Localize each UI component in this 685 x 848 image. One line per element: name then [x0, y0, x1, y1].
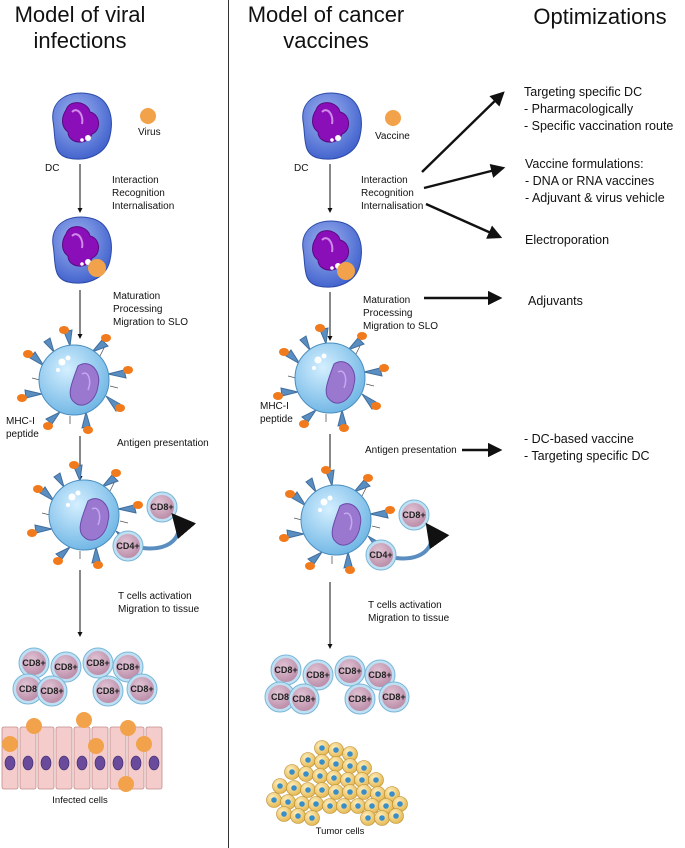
- electroporation-label: Electroporation: [525, 233, 610, 247]
- step-line: Maturation: [113, 291, 161, 302]
- cd8-label: CD8+: [306, 670, 329, 680]
- cd8-label: CD8+: [40, 686, 63, 696]
- cd4-label: CD4+: [369, 550, 392, 560]
- activation-arrow: [142, 512, 197, 551]
- step2-labels: Maturation Processing Migration to SLO: [363, 294, 438, 333]
- step-line: Migration to SLO: [113, 317, 189, 328]
- opt-line: - DC-based vaccine: [524, 432, 634, 446]
- cd8-label: CD8+: [86, 658, 109, 668]
- step-line: T cells activation: [368, 600, 442, 611]
- cd8-label: CD8+: [96, 686, 119, 696]
- mhc-line: MHC-I: [260, 401, 289, 412]
- tumor-cells-caption: Tumor cells: [315, 826, 365, 837]
- targeting-block: Targeting specific DC - Pharmacologicall…: [524, 84, 673, 135]
- column-divider: [228, 0, 229, 848]
- dc-immature-icon: [301, 92, 363, 161]
- arrow-to-electroporation: [425, 202, 503, 239]
- dc-immature-icon: [51, 92, 113, 161]
- mhc-label: MHC-I peptide: [260, 400, 293, 426]
- cd8-label: CD8+: [150, 502, 173, 512]
- cd8-cluster-left: [12, 647, 158, 707]
- cd8-label: CD8+: [348, 694, 371, 704]
- infected-cells-layer: [1, 712, 163, 792]
- cd8-label: CD8: [19, 684, 37, 694]
- vaccine-label: Vaccine: [375, 131, 410, 142]
- step-line: Internalisation: [361, 201, 424, 212]
- step4-labels: T cells activation Migration to tissue: [118, 590, 199, 616]
- opt-line: - Specific vaccination route: [524, 119, 674, 133]
- step4-labels: T cells activation Migration to tissue: [368, 599, 449, 625]
- opt-line: - DNA or RNA vaccines: [525, 174, 655, 188]
- cd8-label: CD8+: [130, 684, 153, 694]
- arrow-to-targeting: [421, 91, 505, 173]
- cd8-label: CD8+: [116, 662, 139, 672]
- step1-labels: Interaction Recognition Internalisation: [112, 174, 174, 213]
- step-line: Maturation: [363, 295, 411, 306]
- opt-line: Targeting specific DC: [524, 85, 643, 99]
- cd8-label: CD8+: [292, 694, 315, 704]
- antigen-presentation-label: Antigen presentation: [117, 438, 209, 449]
- mhc-line: MHC-I: [6, 416, 35, 427]
- step-line: Internalisation: [112, 201, 175, 212]
- mhc-line: peptide: [6, 429, 39, 440]
- virus-icon: [140, 108, 156, 124]
- dc-with-vaccine-icon: [301, 220, 363, 289]
- step-line: Migration to tissue: [368, 613, 450, 624]
- step-line: Interaction: [361, 175, 408, 186]
- opt-line: Vaccine formulations:: [525, 157, 644, 171]
- header-viral: Model of viral infections: [14, 2, 146, 53]
- cd8-cluster-middle: [264, 654, 410, 715]
- cd4-label: CD4+: [116, 541, 139, 551]
- activation-arrow: [395, 522, 450, 561]
- header-cancer: Model of cancer vaccines: [247, 2, 405, 53]
- antigen-presentation-label: Antigen presentation: [365, 445, 457, 456]
- dc-label: DC: [45, 163, 60, 174]
- step-line: T cells activation: [118, 591, 192, 602]
- cd8-label: CD8+: [338, 666, 361, 676]
- cd8-label: CD8+: [54, 662, 77, 672]
- cd8-label: CD8: [271, 692, 289, 702]
- mhc-line: peptide: [260, 414, 293, 425]
- cd8-label: CD8+: [274, 665, 297, 675]
- step-line: Processing: [113, 304, 163, 315]
- step-line: Migration to SLO: [363, 321, 439, 332]
- tumor-cells-cluster: [266, 740, 408, 826]
- step-line: Recognition: [112, 188, 165, 199]
- step-line: Migration to tissue: [118, 604, 200, 615]
- opt-line: - Adjuvant & virus vehicle: [525, 191, 665, 205]
- step-line: Interaction: [112, 175, 159, 186]
- dc-label: DC: [294, 163, 309, 174]
- infected-cells-caption: Infected cells: [52, 795, 108, 806]
- virus-label: Virus: [138, 127, 161, 138]
- arrow-to-formulations: [423, 163, 506, 190]
- internalised-virus-icon: [88, 259, 106, 277]
- step-line: Recognition: [361, 188, 414, 199]
- presentation-block: - DC-based vaccine - Targeting specific …: [524, 431, 650, 465]
- step2-labels: Maturation Processing Migration to SLO: [113, 290, 188, 329]
- cd8-label: CD8+: [382, 692, 405, 702]
- cd8-label: CD8+: [22, 658, 45, 668]
- cd8-label: CD8+: [368, 670, 391, 680]
- mhc-label: MHC-I peptide: [6, 415, 39, 441]
- cd8-label: CD8+: [402, 510, 425, 520]
- vaccine-icon: [385, 110, 401, 126]
- internalised-vaccine-icon: [337, 262, 355, 280]
- step-line: Processing: [363, 308, 413, 319]
- adjuvants-label: Adjuvants: [528, 294, 583, 308]
- formulations-block: Vaccine formulations: - DNA or RNA vacci…: [525, 156, 665, 207]
- step1-labels: Interaction Recognition Internalisation: [361, 174, 423, 213]
- header-optimizations: Optimizations: [533, 4, 667, 29]
- opt-line: - Targeting specific DC: [524, 449, 650, 463]
- opt-line: - Pharmacologically: [524, 102, 634, 116]
